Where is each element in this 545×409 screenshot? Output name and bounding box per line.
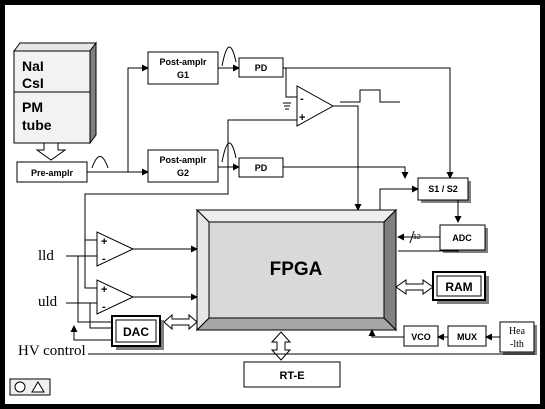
pd1-to-switch-line — [283, 67, 454, 179]
comparator-minus: - — [300, 93, 304, 105]
pre-amp-label: Pre-amplr — [31, 168, 74, 178]
dac-fpga-bidirectional-arrow — [163, 313, 198, 331]
ram-inner-frame — [436, 275, 482, 297]
rte-block — [243, 361, 341, 388]
post-amp-g2-block — [147, 149, 219, 183]
post-amp-g1-label-1: Post-amplr — [159, 57, 207, 67]
health-block — [499, 321, 535, 353]
rte-label: RT-E — [279, 370, 304, 382]
pm-tube-label-2: tube — [22, 117, 52, 133]
adc-bus-width: 12 — [413, 234, 421, 241]
hv-control-label: HV control — [18, 343, 86, 359]
fpga-to-adc-line — [398, 250, 459, 252]
uld-comparator — [96, 279, 135, 315]
fpga-ram-bidirectional-arrow — [395, 279, 434, 295]
detector-block: NaI CsI PM tube — [13, 41, 97, 145]
preamp-to-g1-line — [127, 64, 149, 172]
pm-tube-label-1: PM — [22, 99, 43, 115]
vco-to-fpga-line — [368, 329, 404, 338]
step-waveform-icon — [340, 89, 400, 103]
health-label-1: Hea — [509, 326, 526, 337]
pulse-icon — [221, 142, 237, 163]
uld-plus: + — [101, 284, 107, 296]
adc-block — [439, 224, 486, 251]
pulse-icon — [91, 156, 109, 169]
fpga-block — [195, 208, 398, 332]
pd2-label: PD — [255, 163, 268, 173]
lld-label: lld — [38, 248, 54, 264]
fpga-rte-bidirectional-arrow — [270, 331, 292, 361]
comparator-to-fpga-line — [333, 105, 362, 211]
switch-label: S1 / S2 — [428, 184, 458, 194]
post-amp-g2-label-2: G2 — [177, 168, 189, 178]
detector-label-2: CsI — [22, 75, 44, 91]
mux-label: MUX — [457, 332, 477, 342]
g2-to-level-comparators-line — [84, 167, 229, 289]
health-label-2: -lth — [510, 339, 524, 350]
post-amp-g2-label-1: Post-amplr — [159, 155, 207, 165]
pointer-icon[interactable] — [31, 381, 45, 393]
post-amp-g1-label-2: G1 — [177, 70, 189, 80]
detector-label-1: NaI — [22, 58, 44, 74]
pd1-label: PD — [255, 63, 268, 73]
ground-icon — [283, 102, 291, 110]
uld-minus: - — [102, 301, 106, 313]
uld-label: uld — [38, 294, 58, 310]
lld-plus: + — [101, 236, 107, 248]
detector-to-preamp-arrow — [35, 142, 67, 161]
pen-icon[interactable] — [14, 381, 26, 393]
bus-slash — [409, 230, 415, 244]
dac-block — [111, 315, 161, 347]
comparator-plus: + — [299, 112, 305, 124]
pd2-to-switch-line — [283, 166, 409, 179]
dac-inner-frame — [115, 319, 157, 343]
adc-label: ADC — [452, 233, 472, 243]
dac-label: DAC — [123, 325, 149, 339]
lld-minus: - — [102, 253, 106, 265]
fpga-to-switch-line — [379, 185, 419, 210]
fpga-label: FPGA — [270, 259, 323, 280]
dac-to-uld-line — [89, 303, 112, 329]
dac-to-lld-line — [77, 256, 112, 323]
post-amp-g1-block — [147, 51, 219, 85]
ram-block — [432, 271, 486, 301]
threshold-line — [285, 68, 297, 98]
hv-control-line — [70, 325, 112, 341]
lld-comparator — [96, 231, 135, 267]
discriminator-comparator — [296, 85, 335, 127]
vco-label: VCO — [411, 332, 431, 342]
slide-nav-toolbar[interactable] — [9, 378, 51, 396]
pulse-icon — [221, 46, 237, 67]
g2-to-comparator-line — [227, 119, 297, 167]
ram-label: RAM — [445, 280, 472, 294]
